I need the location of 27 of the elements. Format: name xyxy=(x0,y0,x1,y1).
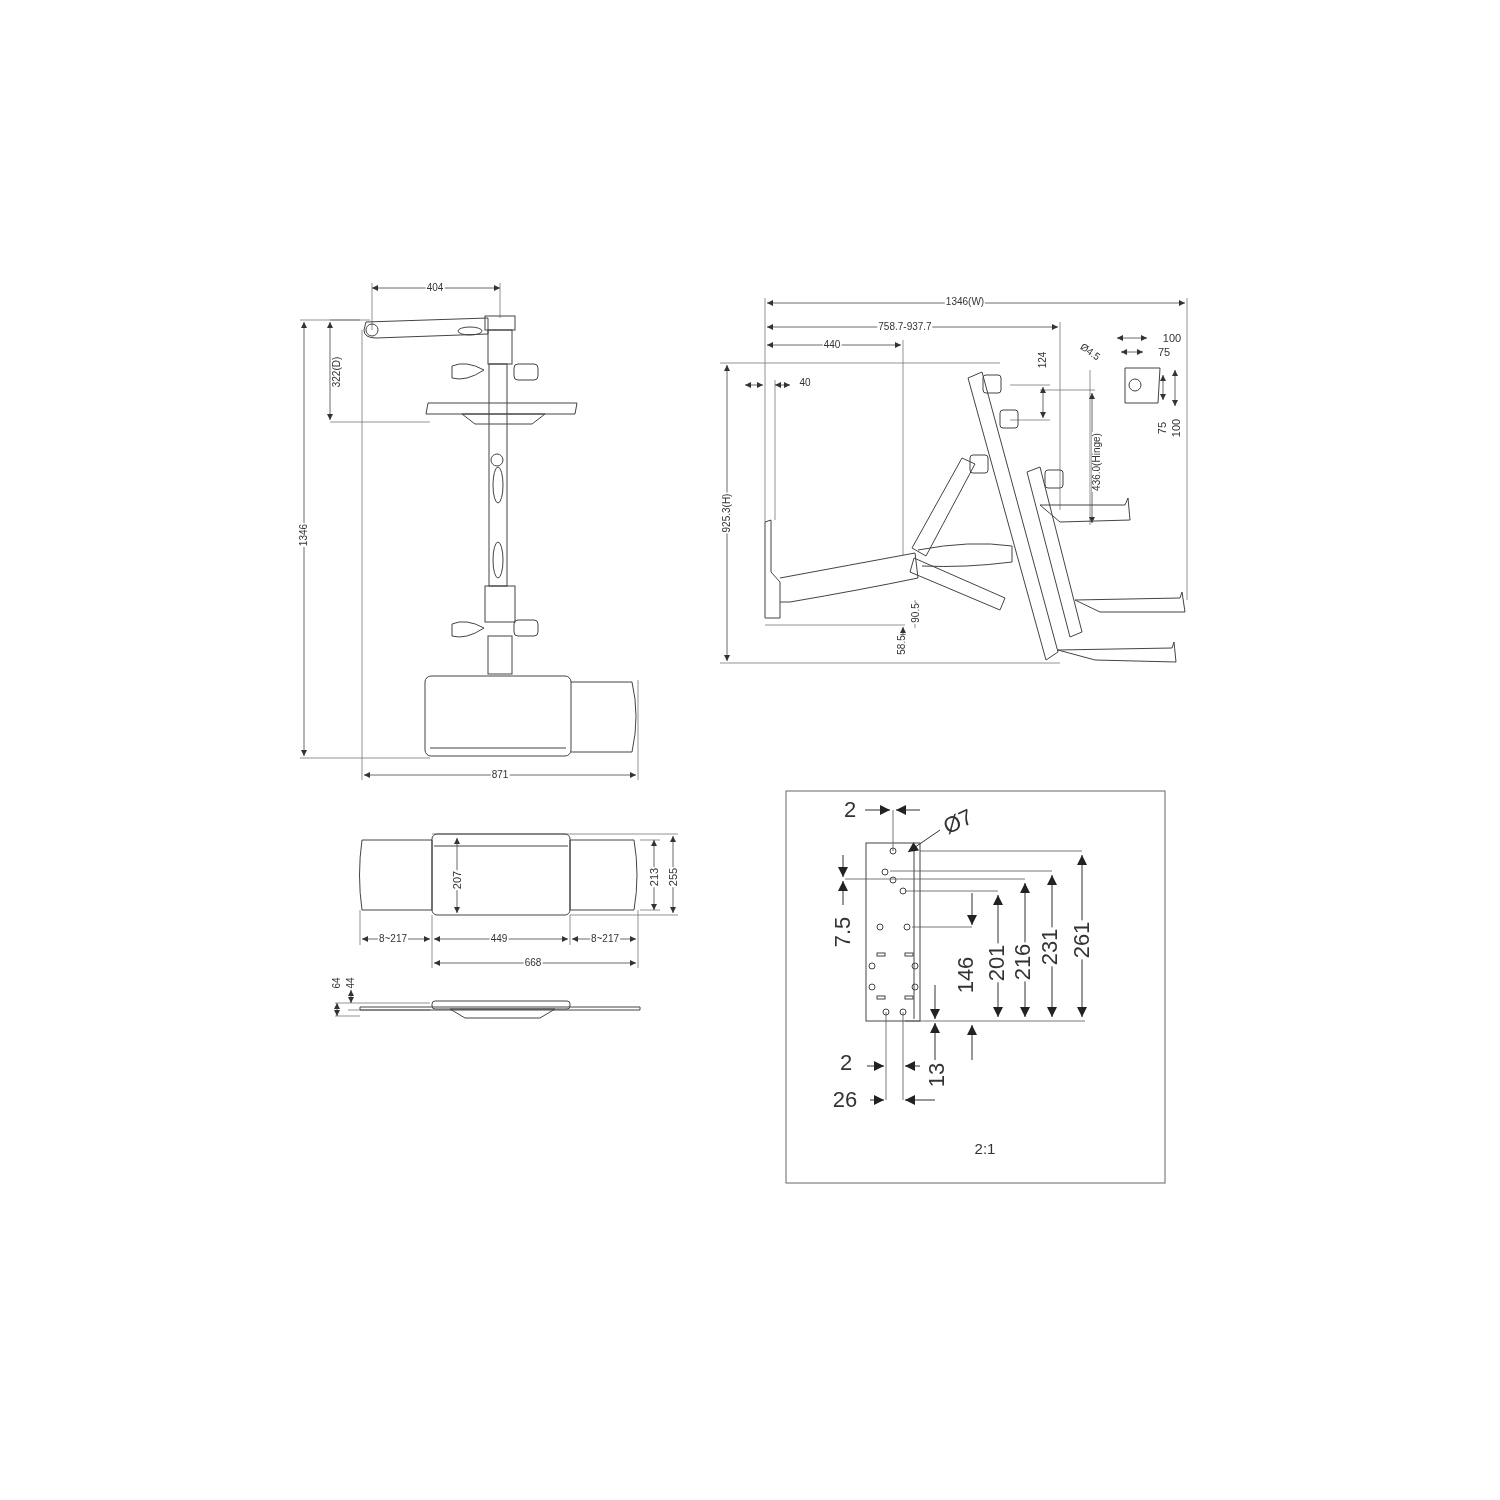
dimension-label: 322(D) xyxy=(332,355,342,389)
dimension-label: 100 xyxy=(1170,417,1182,439)
dimension-label: 207 xyxy=(451,869,463,891)
dimension-label: 449 xyxy=(489,934,509,944)
dimension-label: 8~217 xyxy=(377,934,409,944)
dimension-label: 255 xyxy=(667,866,679,888)
dimension-label: 758.7-937.7 xyxy=(877,322,933,332)
dimension-label: 668 xyxy=(523,958,543,968)
dimension-label: 75 xyxy=(1156,420,1168,436)
dimension-label: 124 xyxy=(1038,350,1048,370)
dimension-label: 440 xyxy=(822,340,842,350)
dimension-label: 44 xyxy=(346,976,356,990)
dimension-label: 8~217 xyxy=(589,934,621,944)
dimension-label: 404 xyxy=(425,283,445,293)
dimension-label: 871 xyxy=(490,770,510,780)
dimension-label: Ø4.5 xyxy=(1077,341,1103,363)
dimension-label: 1346 xyxy=(299,522,309,548)
dimension-label: 40 xyxy=(798,378,812,388)
dimension-label: 100 xyxy=(1161,332,1183,344)
dimension-label: 75 xyxy=(1156,346,1172,358)
dimension-label: 90.5 xyxy=(911,602,921,624)
dimension-label: 64 xyxy=(332,976,342,990)
dimension-label: 213 xyxy=(648,866,660,888)
dimension-label: 925.3(H) xyxy=(722,492,732,534)
dimension-label: 1346(W) xyxy=(944,297,986,307)
dimension-label: 436.0(Hinge) xyxy=(1092,432,1102,492)
dimension-label: 58.5 xyxy=(897,634,907,656)
